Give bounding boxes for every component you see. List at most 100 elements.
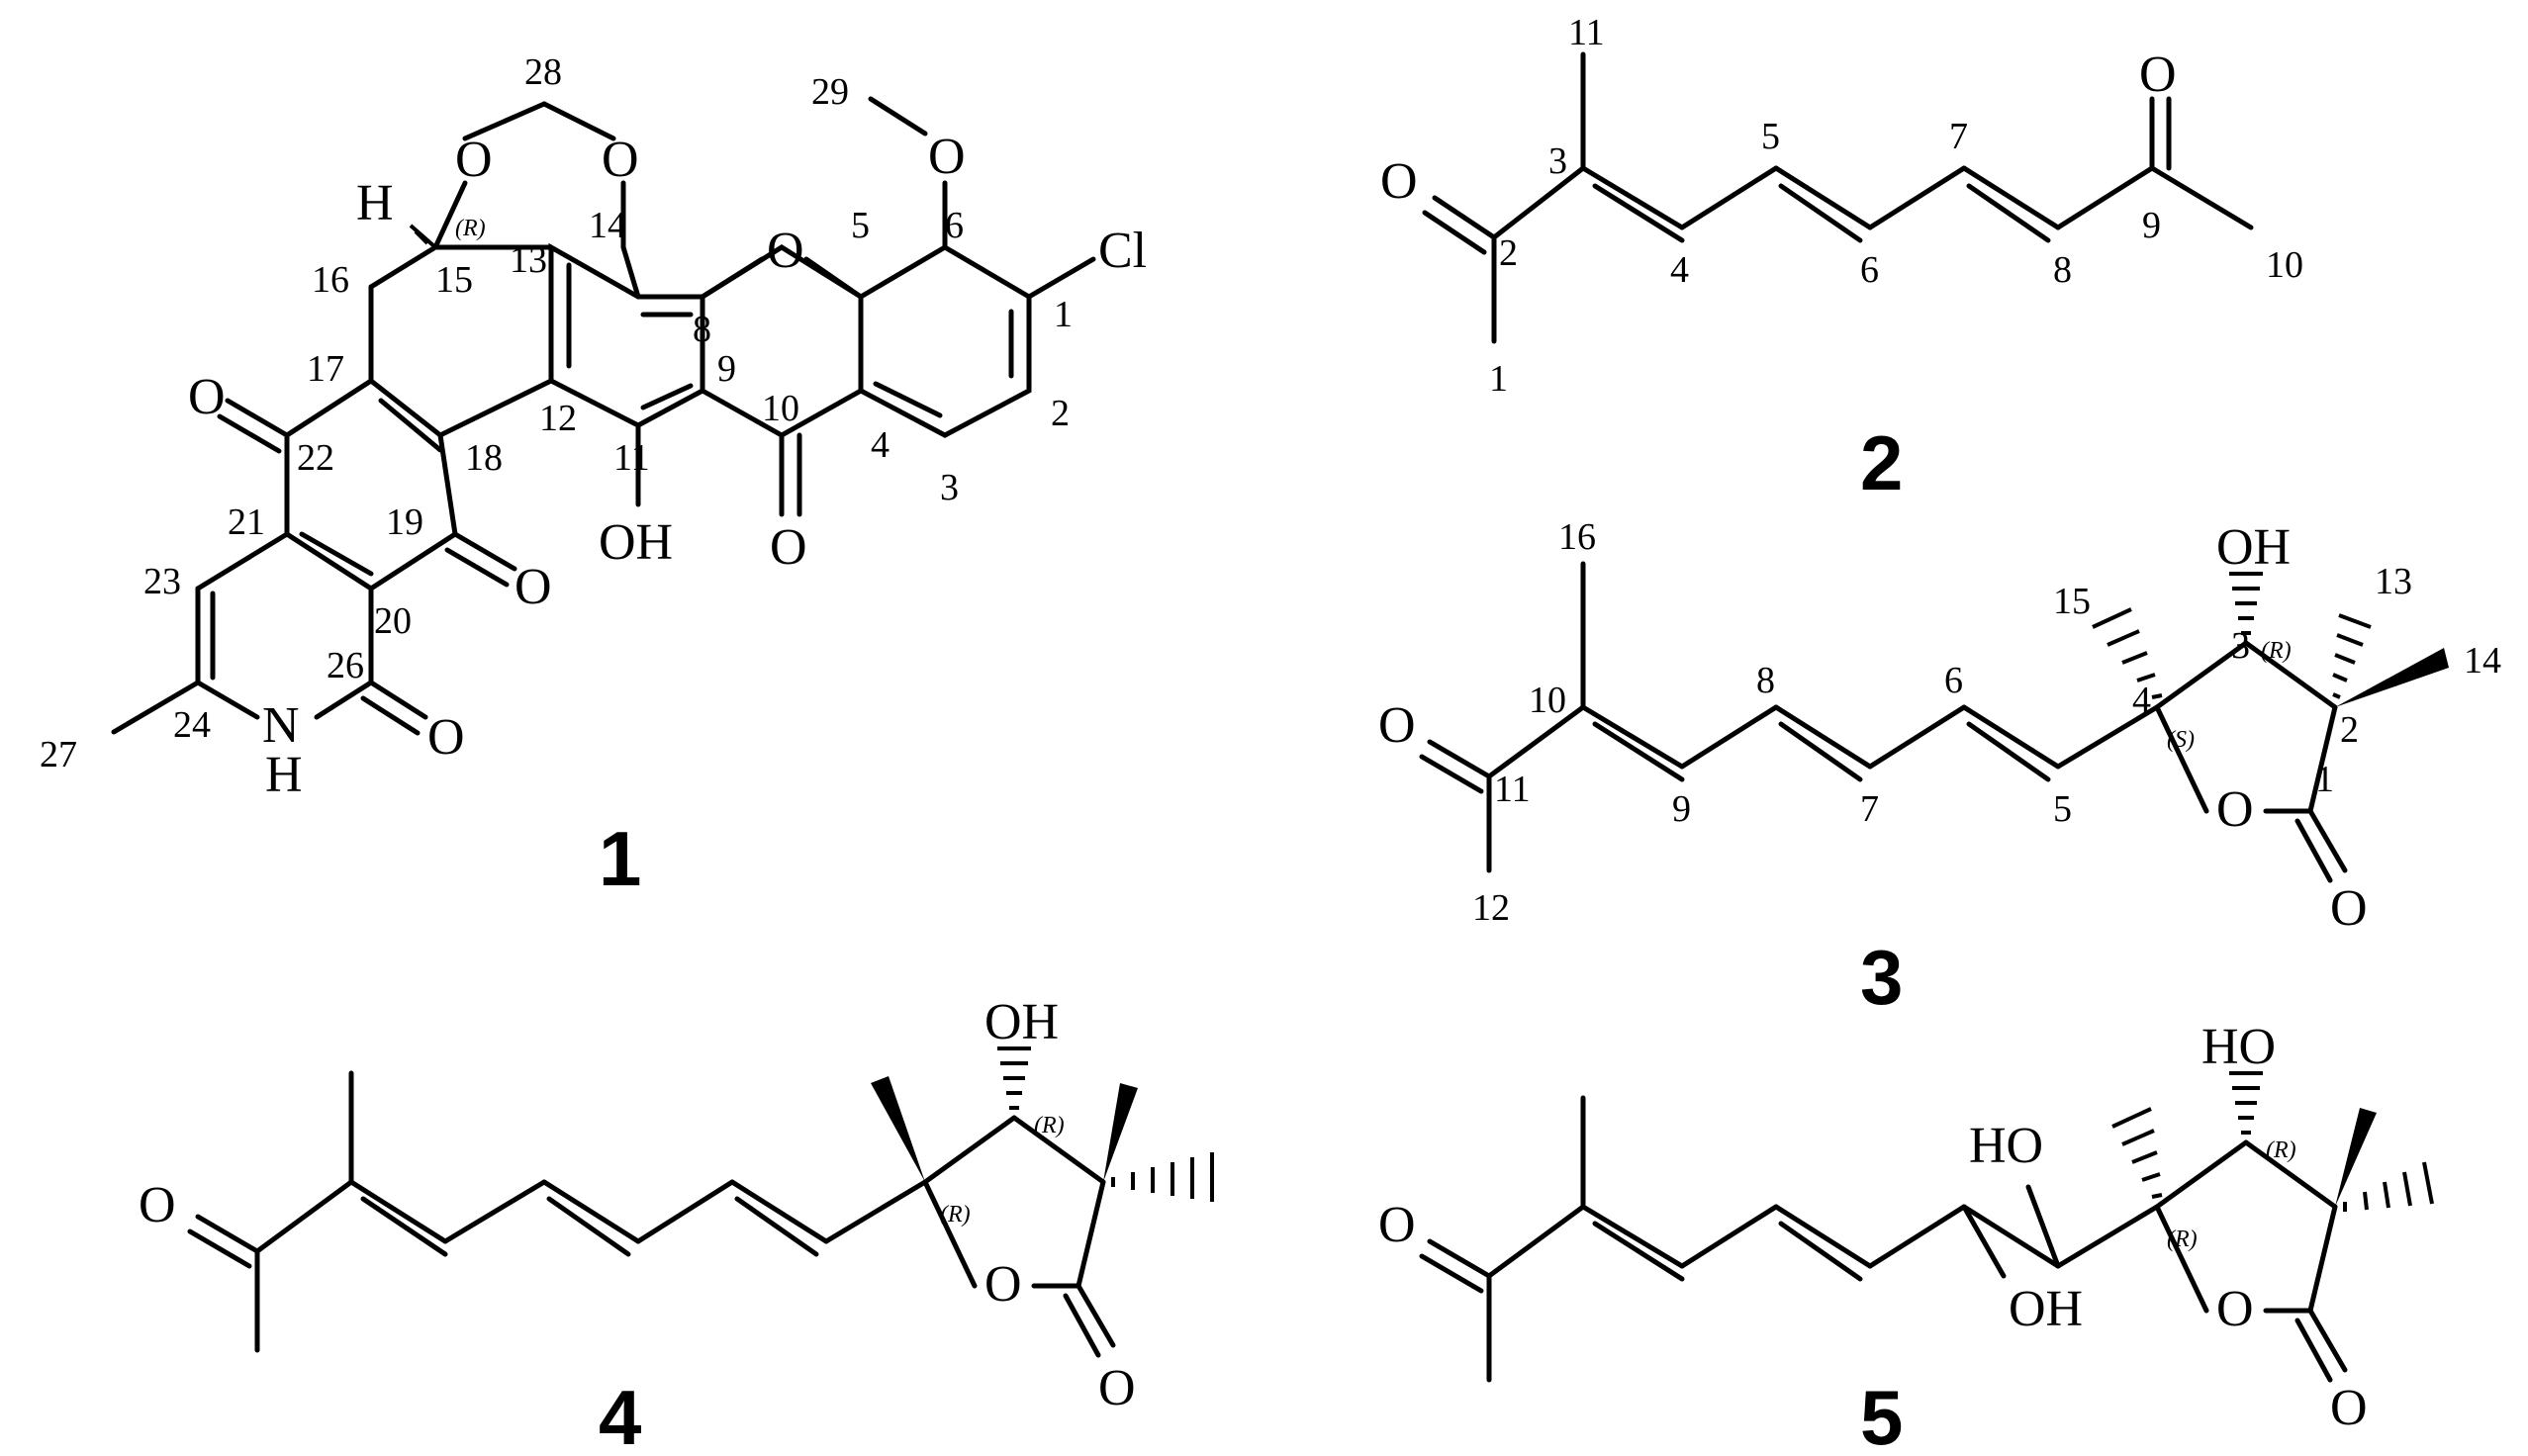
locant: 12: [539, 398, 577, 439]
locant: 10: [1529, 680, 1566, 721]
locant: 11: [1494, 769, 1531, 810]
locant: 15: [2053, 581, 2091, 622]
locant: 7: [1949, 116, 1968, 157]
atom-O: O: [2216, 1281, 2254, 1337]
locant: 10: [762, 388, 799, 429]
atom-O: O: [427, 709, 465, 766]
locant: 2: [2340, 709, 2359, 751]
atom-O: O: [188, 369, 226, 425]
locant: 6: [1944, 660, 1963, 701]
compound-4-structure: O O O OH (R) (R) 4: [139, 994, 1214, 1456]
atom-O: O: [602, 132, 639, 188]
compound-number: 5: [1860, 1374, 1903, 1456]
atom-HO: HO: [2201, 1019, 2276, 1075]
atom-N: N: [262, 697, 300, 754]
atom-O: O: [515, 559, 552, 615]
dashed-bond: [2111, 1107, 2163, 1199]
dashed-bond: [1111, 1152, 1214, 1202]
compound-3-structure: O O O OH (R) (S) 1 2 3 4 5 6 7 8 9 10 11…: [1378, 516, 2501, 1021]
locant: 4: [871, 424, 889, 466]
locant: 6: [1860, 249, 1879, 291]
locant: 3: [940, 467, 959, 508]
locant: 17: [307, 348, 344, 390]
atom-Cl: Cl: [1098, 223, 1147, 279]
dashed-bond: [2229, 572, 2263, 635]
locant: 1: [2315, 759, 2334, 800]
atom-OH: OH: [2009, 1281, 2083, 1337]
atom-O: O: [2330, 880, 2368, 937]
locant: 12: [1472, 887, 1510, 929]
locant: 1: [1054, 294, 1073, 335]
stereo-descriptor: (R): [1034, 1113, 1065, 1138]
locant: 16: [312, 259, 349, 301]
locant: 13: [510, 239, 547, 281]
atom-H: H: [265, 747, 303, 803]
locant: 11: [613, 437, 650, 479]
locant: 14: [589, 205, 626, 246]
atom-O: O: [1378, 697, 1416, 754]
atom-O: O: [767, 223, 804, 279]
atom-O: O: [1380, 153, 1418, 210]
atom-OH: OH: [599, 514, 673, 571]
locant: 27: [40, 734, 77, 775]
locant: 9: [2142, 205, 2161, 246]
locant: 26: [327, 645, 364, 686]
locant: 5: [851, 205, 870, 246]
locant: 8: [2053, 249, 2072, 291]
locant: 6: [945, 205, 964, 246]
locant: 4: [1670, 249, 1689, 291]
locant: 5: [1761, 116, 1780, 157]
locant: 11: [1568, 12, 1605, 53]
locant: 9: [1672, 788, 1691, 830]
atom-H: H: [356, 175, 394, 231]
locant: 3: [1548, 140, 1567, 182]
locant: 7: [1860, 788, 1879, 830]
stereo-descriptor: (R): [2167, 1227, 2198, 1252]
dashed-bond: [2092, 607, 2163, 699]
locant: 1: [1489, 358, 1508, 400]
atom-OH: OH: [984, 994, 1059, 1050]
locant: 8: [1756, 660, 1775, 701]
atom-HO: HO: [1969, 1118, 2043, 1174]
compound-1-structure: O O O O O O O O OH N H Cl H (R) 1 2 3 4 …: [40, 51, 1147, 902]
locant: 14: [2464, 640, 2501, 682]
atom-O: O: [2139, 46, 2177, 103]
stereo-descriptor: (R): [2266, 1138, 2296, 1163]
locant: 2: [1051, 393, 1070, 434]
compound-number: 2: [1860, 419, 1903, 506]
stereo-descriptor: (R): [940, 1202, 971, 1228]
locant: 9: [717, 348, 736, 390]
atom-O: O: [2330, 1380, 2368, 1436]
dashed-bond: [2343, 1161, 2434, 1212]
locant: 21: [228, 501, 265, 543]
locant: 23: [143, 561, 181, 602]
locant: 24: [173, 704, 211, 746]
atom-OH: OH: [2216, 519, 2291, 576]
dashed-bond: [997, 1046, 1031, 1110]
compound-number: 1: [599, 815, 641, 902]
atom-O: O: [1378, 1197, 1416, 1253]
locant: 29: [811, 71, 849, 113]
stereo-descriptor: (R): [455, 216, 486, 241]
locant: 15: [435, 259, 473, 301]
locant: 10: [2266, 244, 2303, 286]
locant: 20: [374, 600, 412, 642]
dashed-bond: [2332, 613, 2372, 699]
atom-O: O: [2216, 781, 2254, 838]
locant: 22: [297, 437, 334, 479]
locant: 19: [386, 501, 423, 543]
atom-O: O: [928, 129, 966, 185]
locant: 8: [693, 309, 711, 350]
locant: 16: [1558, 516, 1596, 558]
atom-O: O: [1098, 1360, 1136, 1416]
atom-O: O: [984, 1256, 1022, 1313]
locant: 28: [524, 51, 562, 93]
locant: 3: [2231, 625, 2250, 667]
locant: 4: [2132, 680, 2151, 721]
locant: 2: [1499, 232, 1518, 274]
compound-5-structure: O O O HO HO OH (R) (R) 5: [1378, 1019, 2434, 1456]
stereo-descriptor: (S): [2167, 727, 2195, 753]
locant: 18: [465, 437, 503, 479]
locant: 5: [2053, 788, 2072, 830]
